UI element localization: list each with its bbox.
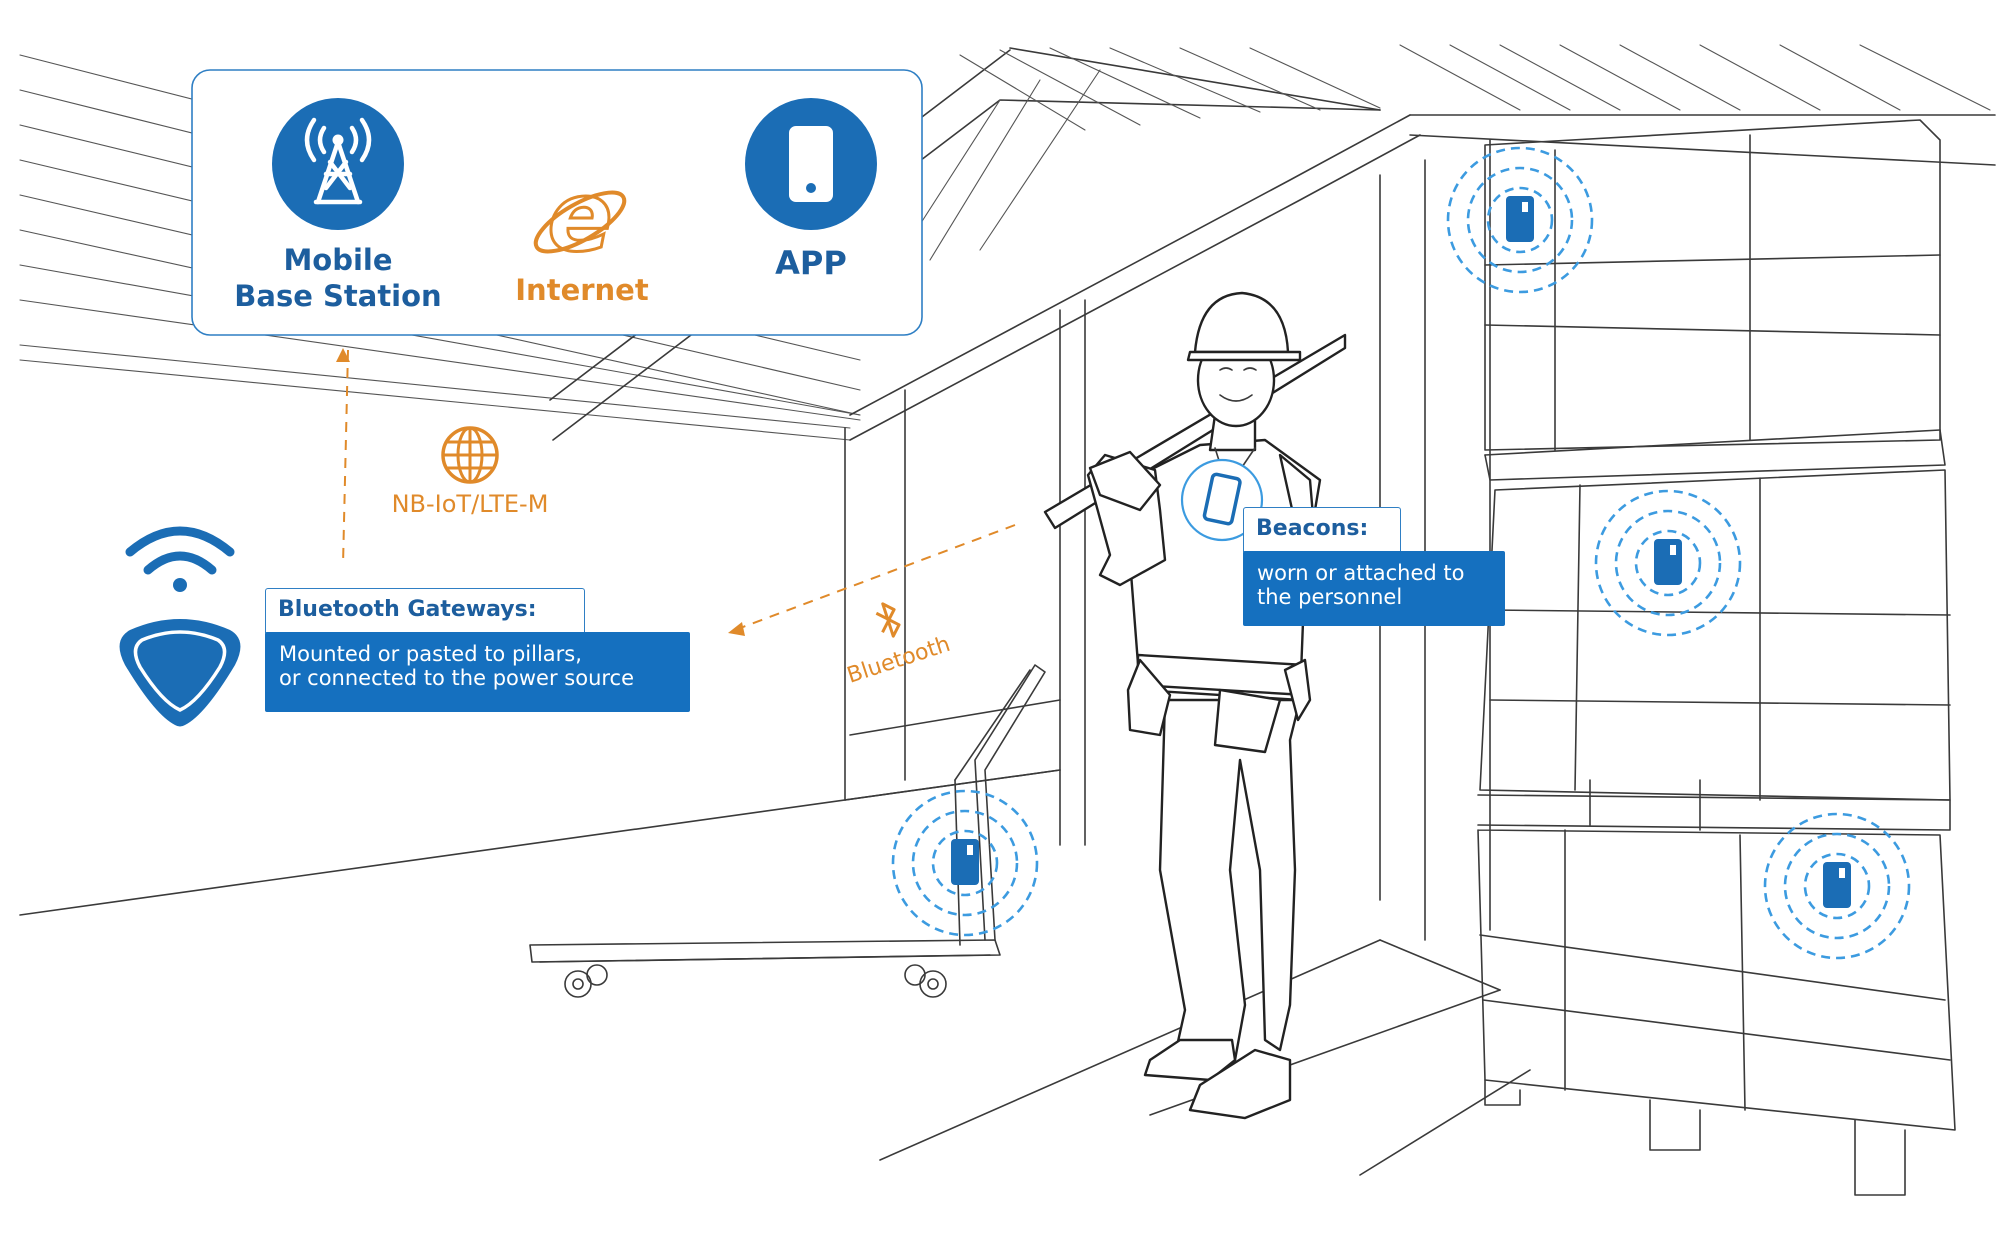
beacon-tag-icon [1823, 862, 1851, 908]
beacons-description: worn or attached to the personnel [1243, 551, 1505, 626]
cell-tower-icon [272, 98, 404, 230]
worker-figure [1043, 291, 1347, 1120]
beacon-tag-icon [1654, 539, 1682, 585]
internet-explorer-icon: e [533, 160, 627, 275]
gateway-device-icon [119, 619, 241, 727]
beacon-badge [1180, 458, 1264, 542]
beacon-shelf-bottom [1763, 812, 1911, 960]
beacon-tag-icon [951, 839, 979, 885]
beacon-tag-icon [1506, 196, 1534, 242]
nbiot-label: NB-IoT/LTE-M [392, 490, 549, 518]
gateways-desc-line-1: Mounted or pasted to pillars, [279, 642, 582, 666]
beacons-title: Beacons: [1243, 507, 1401, 552]
wifi-icon [125, 526, 235, 592]
gateways-description: Mounted or pasted to pillars, or connect… [265, 632, 690, 712]
beacon-shelf-middle [1594, 489, 1742, 637]
beacon-shelf-top [1446, 146, 1594, 294]
smartphone-icon [745, 98, 877, 230]
internet-label: Internet [515, 273, 649, 307]
app-label: APP [775, 244, 847, 282]
bluetooth-label: Bluetooth [844, 632, 953, 689]
gateways-desc-line-2: or connected to the power source [279, 666, 635, 690]
base-station-label-2: Base Station [234, 279, 441, 313]
base-station-label-1: Mobile [283, 243, 392, 277]
beacons-desc-line-2: the personnel [1257, 585, 1403, 609]
beacons-desc-line-1: worn or attached to [1257, 561, 1465, 585]
bluetooth-icon [875, 602, 901, 638]
beacon-trolley [891, 789, 1039, 937]
globe-icon [441, 426, 499, 484]
gateways-title: Bluetooth Gateways: [265, 588, 585, 633]
